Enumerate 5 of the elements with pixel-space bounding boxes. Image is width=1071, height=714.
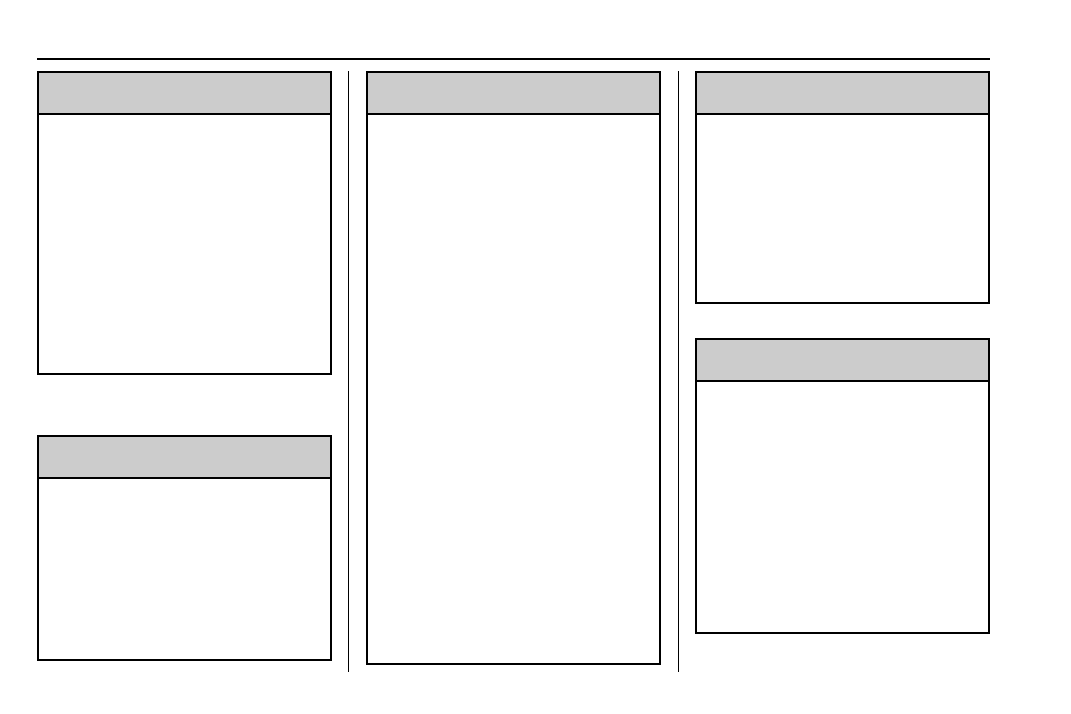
panel xyxy=(37,71,332,375)
panel xyxy=(366,71,661,665)
panel xyxy=(37,435,332,661)
panel xyxy=(695,338,990,634)
panel xyxy=(695,71,990,304)
